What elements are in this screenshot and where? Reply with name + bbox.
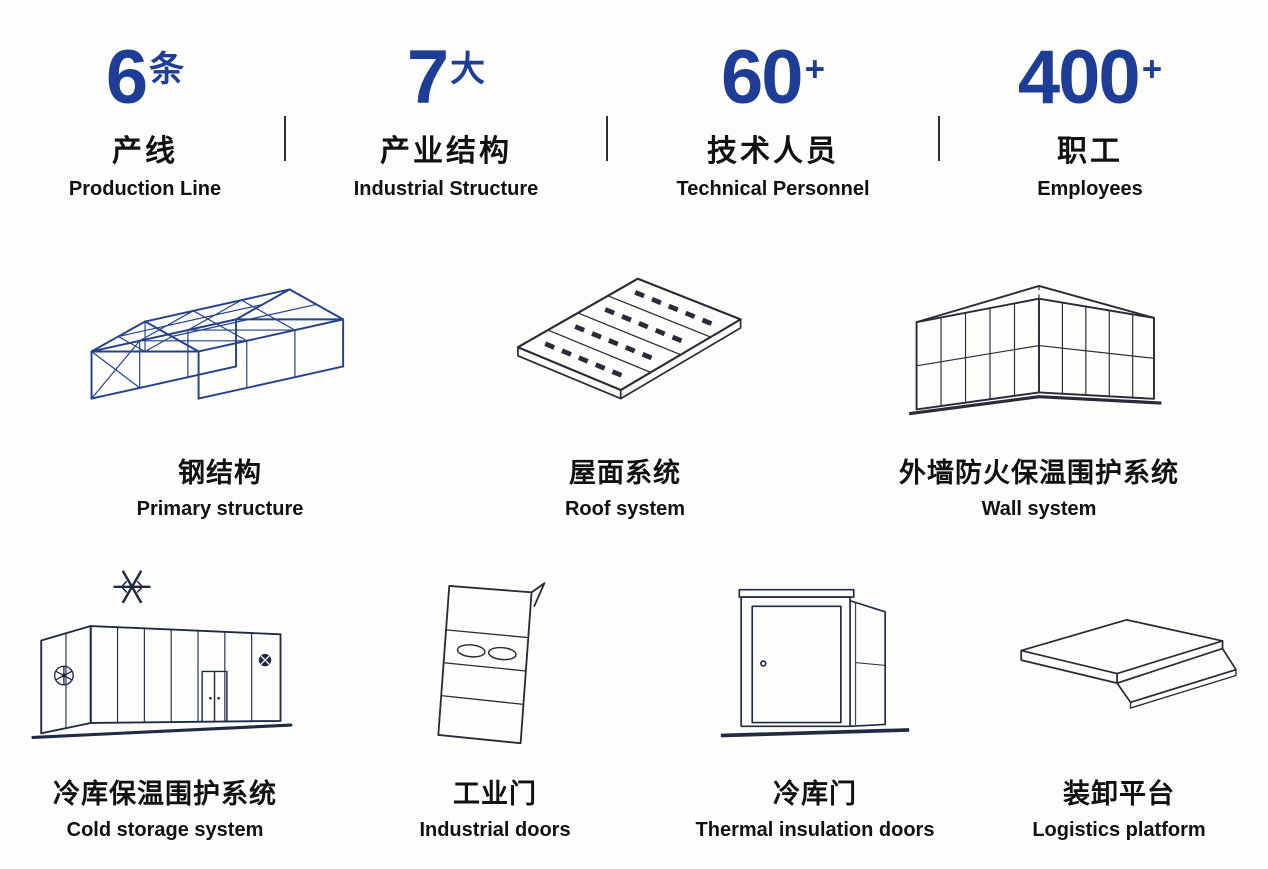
stat-number-suffix: 条 — [149, 50, 185, 90]
snowflake-icon — [113, 570, 151, 604]
product-label-zh: 屋面系统 — [569, 458, 681, 488]
stat-label-en: Employees — [1037, 178, 1143, 200]
stat-label-en: Technical Personnel — [676, 178, 870, 200]
fan-icon — [53, 665, 74, 686]
steel-structure-icon — [70, 235, 370, 435]
product-label-zh: 冷库保温围护系统 — [53, 779, 277, 809]
stat-number: 400+ — [940, 40, 1240, 116]
thermal-door-icon — [695, 561, 935, 756]
stat-number-value: 400 — [1017, 35, 1141, 120]
stat-number-value: 60 — [721, 35, 804, 120]
stat-number-value: 7 — [406, 35, 449, 120]
product-label-en: Cold storage system — [66, 819, 264, 841]
product-wall-system: 外墙防火保温围护系统 Wall system — [810, 235, 1268, 521]
stat-number: 60+ — [608, 40, 938, 116]
product-primary-structure: 钢结构 Primary structure — [0, 235, 440, 521]
product-label-en: Primary structure — [136, 498, 304, 520]
loading-platform-icon — [994, 561, 1244, 756]
stats-row: 6条 产线 Production Line 7大 产业结构 Industrial… — [0, 0, 1268, 201]
stat-number: 6条 — [6, 40, 284, 116]
stat-technical-personnel: 60+ 技术人员 Technical Personnel — [608, 40, 938, 201]
product-label-zh: 装卸平台 — [1063, 779, 1175, 809]
product-label-zh: 工业门 — [453, 779, 537, 809]
stat-employees: 400+ 职工 Employees — [940, 40, 1240, 201]
product-row-2: 冷库保温围护系统 Cold storage system — [0, 561, 1268, 842]
product-industrial-door: 工业门 Industrial doors — [330, 561, 660, 842]
stat-label-zh: 技术人员 — [707, 135, 839, 168]
product-label-en: Thermal insulation doors — [695, 819, 935, 841]
product-row-1: 钢结构 Primary structure — [0, 235, 1268, 521]
stat-label-zh: 职工 — [1057, 135, 1123, 168]
stat-label-en: Production Line — [68, 178, 222, 200]
stat-number-suffix: + — [1141, 50, 1163, 90]
product-label-en: Wall system — [981, 498, 1097, 520]
stat-divider — [938, 116, 940, 161]
stat-label-zh: 产线 — [112, 135, 178, 168]
stat-number-suffix: + — [804, 50, 825, 90]
stat-divider — [284, 116, 286, 161]
product-label-en: Logistics platform — [1032, 819, 1206, 841]
stat-label-zh: 产业结构 — [380, 135, 512, 168]
stat-label-en: Industrial Structure — [353, 178, 539, 200]
product-label-zh: 外墙防火保温围护系统 — [899, 458, 1179, 488]
stat-number-value: 6 — [105, 35, 148, 120]
product-label-zh: 冷库门 — [773, 779, 857, 809]
roof-system-icon — [475, 235, 775, 435]
product-cold-storage: 冷库保温围护系统 Cold storage system — [0, 561, 330, 842]
product-label-zh: 钢结构 — [178, 458, 262, 488]
stat-number: 7大 — [286, 40, 606, 116]
stat-production-line: 6条 产线 Production Line — [6, 40, 284, 201]
stat-number-suffix: 大 — [450, 50, 486, 90]
product-thermal-door: 冷库门 Thermal insulation doors — [660, 561, 970, 842]
product-roof-system: 屋面系统 Roof system — [440, 235, 810, 521]
product-loading-platform: 装卸平台 Logistics platform — [970, 561, 1268, 842]
product-label-en: Roof system — [564, 498, 686, 520]
industrial-door-icon — [385, 561, 605, 756]
wall-system-icon — [879, 235, 1199, 435]
cold-storage-icon — [10, 561, 320, 756]
product-label-en: Industrial doors — [419, 819, 571, 841]
stat-divider — [606, 116, 608, 161]
stat-industrial-structure: 7大 产业结构 Industrial Structure — [286, 40, 606, 201]
